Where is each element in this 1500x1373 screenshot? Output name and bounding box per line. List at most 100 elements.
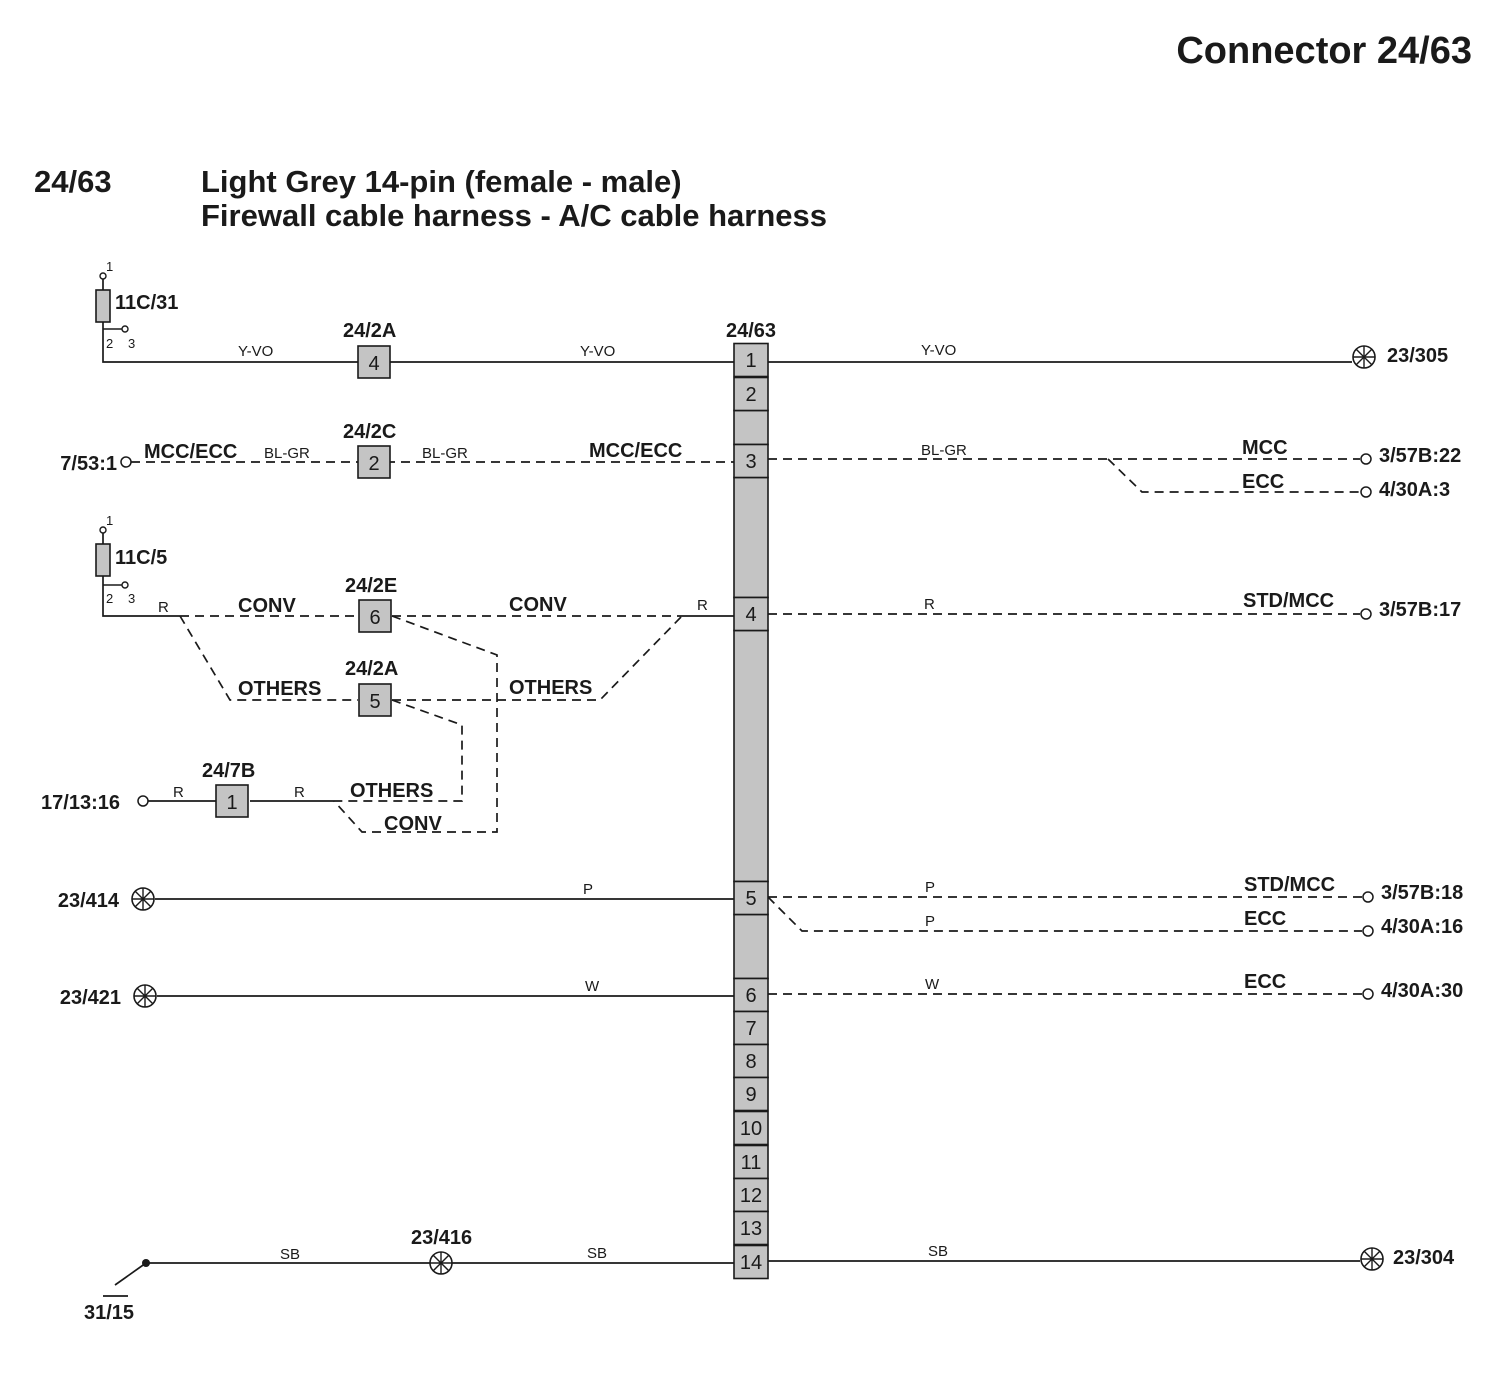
ground-label: 23/414	[58, 890, 120, 912]
ground-label: 23/416	[411, 1227, 472, 1249]
pin-cell	[733, 342, 769, 378]
wire-color-label: R	[924, 596, 935, 613]
terminal-label: 4/30A:30	[1381, 980, 1463, 1002]
variant-label: STD/MCC	[1244, 874, 1335, 896]
fuse-label: 11C/31	[115, 292, 178, 314]
fuse-terminal-2: 2	[106, 336, 113, 351]
pin-cell	[733, 376, 769, 412]
fuse-label: 11C/5	[115, 547, 167, 569]
fuse-11c-31: 1 2 3 11C/31	[95, 259, 178, 351]
wire-color-label: W	[925, 976, 940, 993]
pin-number: 12	[740, 1185, 762, 1207]
ground-label: 23/421	[60, 987, 121, 1009]
pin-number: 10	[740, 1118, 762, 1140]
variant-label: CONV	[509, 594, 567, 616]
wire-color-label: R	[697, 597, 708, 614]
fuse-terminal-3: 3	[128, 591, 135, 606]
pin-spacer	[733, 629, 769, 883]
variant-label: OTHERS	[509, 677, 592, 699]
variant-label: ECC	[1244, 971, 1286, 993]
wire-color-label: W	[585, 978, 600, 995]
pin-number: 9	[745, 1084, 756, 1106]
wire-p-right-ecc	[767, 896, 1362, 932]
pin-cell	[733, 880, 769, 916]
wire-blgr-right-ecc	[1107, 458, 1360, 493]
pin-number: 7	[745, 1018, 756, 1040]
inline-connector-24-7b: 24/7B 1	[202, 760, 255, 818]
wire-color-label: Y-VO	[580, 343, 615, 360]
connector-id-heading: 24/63	[34, 164, 112, 199]
wire-color-label: P	[583, 881, 593, 898]
ground-23-414-icon	[131, 887, 155, 911]
wire-color-label: BL-GR	[422, 445, 468, 462]
pin-number: 6	[745, 985, 756, 1007]
pin-number: 2	[745, 384, 756, 406]
pin-number: 4	[745, 604, 756, 626]
variant-label: MCC/ECC	[144, 441, 237, 463]
ground-23-416-icon	[429, 1251, 453, 1275]
wire-color-label: P	[925, 879, 935, 896]
variant-label: STD/MCC	[1243, 590, 1334, 612]
ground-label: 23/304	[1393, 1247, 1455, 1269]
pin-number: 4	[368, 353, 379, 375]
variant-label: OTHERS	[350, 780, 433, 802]
ground-23-304-icon	[1360, 1247, 1384, 1271]
wire-color-label: SB	[587, 1245, 607, 1262]
wire-color-label: R	[158, 599, 169, 616]
connector-description: Light Grey 14-pin (female - male)	[201, 164, 682, 199]
wire-r-fuse-stub	[102, 590, 180, 617]
main-connector-label: 24/63	[726, 320, 776, 342]
ground-switch	[103, 1262, 147, 1297]
harness-description: Firewall cable harness - A/C cable harne…	[201, 198, 828, 233]
fuse-terminal-1: 1	[106, 259, 113, 274]
pin-cell	[733, 1110, 769, 1146]
wire-conv-down	[333, 615, 498, 833]
pin-number: 5	[745, 888, 756, 910]
inline-connector-24-2a-top: 24/2A 4	[343, 320, 396, 379]
variant-label: ECC	[1244, 908, 1286, 930]
pin-cell	[733, 1210, 769, 1246]
pin-number: 2	[368, 453, 379, 475]
terminal-label: 3/57B:18	[1381, 882, 1463, 904]
connector-label: 24/7B	[202, 760, 255, 782]
variant-label: MCC	[1242, 437, 1288, 459]
terminal-label: 4/30A:3	[1379, 479, 1450, 501]
inline-connector-24-2c: 24/2C 2	[343, 421, 396, 479]
wire-others-down	[334, 699, 463, 802]
pin-cell	[733, 596, 769, 632]
wire-color-label: SB	[928, 1243, 948, 1260]
fuse-terminal-1: 1	[106, 513, 113, 528]
pin-number: 14	[740, 1252, 762, 1274]
ground-label: 23/305	[1387, 345, 1448, 367]
pin-cell	[733, 1076, 769, 1112]
pin-number: 1	[745, 350, 756, 372]
wire-color-label: BL-GR	[264, 445, 310, 462]
pin-number: 6	[369, 607, 380, 629]
pin-number: 5	[369, 691, 380, 713]
wire-color-label: R	[173, 784, 184, 801]
wire-color-label: BL-GR	[921, 442, 967, 459]
pin-cell	[733, 1177, 769, 1213]
pin-number: 11	[741, 1152, 762, 1174]
wires	[102, 335, 1362, 1297]
variant-label: OTHERS	[238, 678, 321, 700]
inline-connector-24-2e: 24/2E 6	[345, 575, 397, 633]
terminal-label: 4/30A:16	[1381, 916, 1463, 938]
ground-23-305-icon	[1352, 345, 1376, 369]
pin-cell	[733, 1244, 769, 1280]
pin-cell	[733, 977, 769, 1013]
variant-label: CONV	[238, 595, 296, 617]
wire-color-label: R	[294, 784, 305, 801]
ground-label: 31/15	[84, 1302, 134, 1324]
terminal-label: 3/57B:17	[1379, 599, 1461, 621]
fuse-11c-5: 1 2 3 11C/5	[95, 513, 167, 606]
page-title: Connector 24/63	[1176, 30, 1472, 72]
pin-number: 1	[226, 792, 237, 814]
terminal-label: 3/57B:22	[1379, 445, 1461, 467]
variant-label: CONV	[384, 813, 442, 835]
pin-cell	[733, 443, 769, 479]
fuse-terminal-2: 2	[106, 591, 113, 606]
connector-label: 24/2A	[345, 658, 398, 680]
wire-color-label: SB	[280, 1246, 300, 1263]
